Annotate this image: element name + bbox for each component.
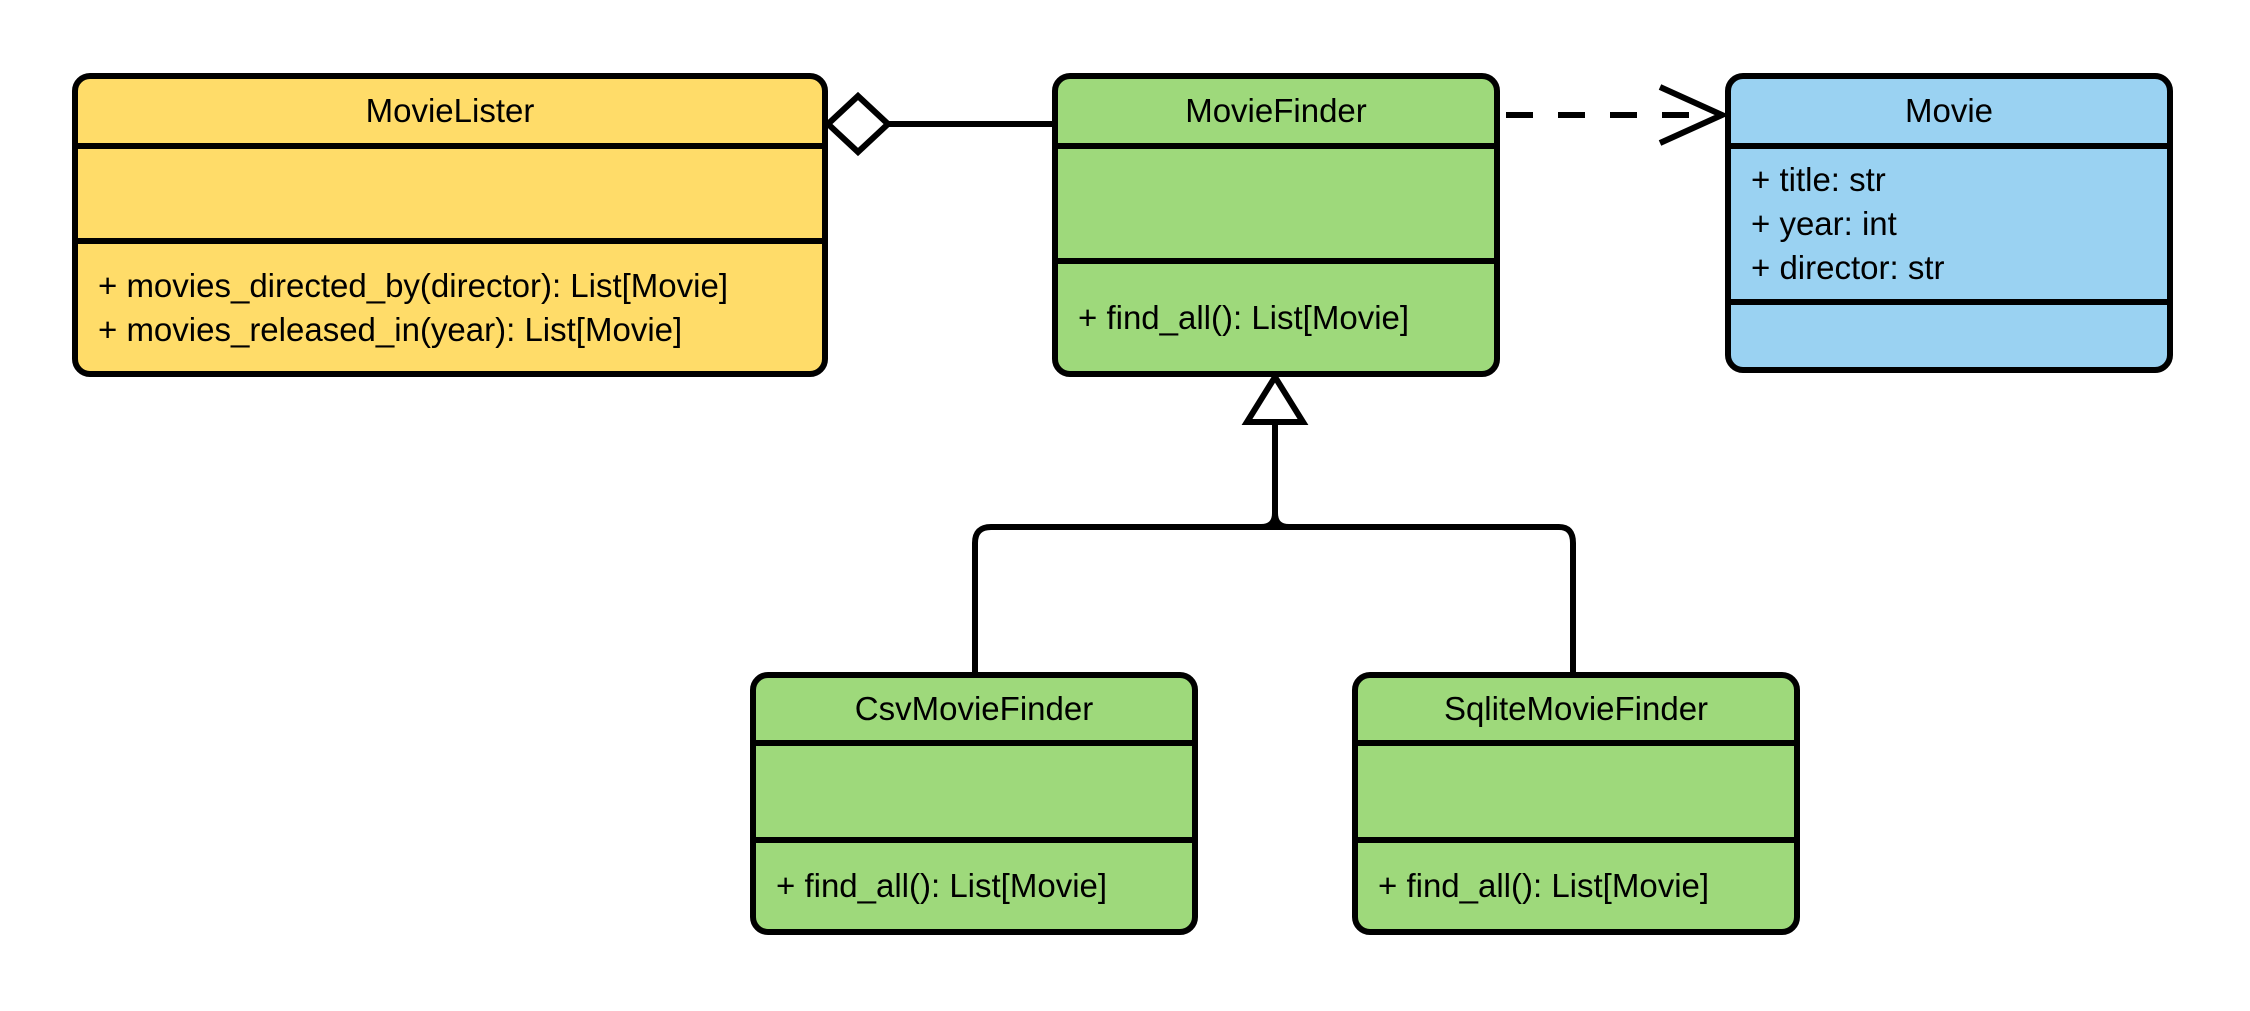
class-title: MovieLister bbox=[365, 92, 535, 129]
class-box-moviefinder[interactable]: MovieFinder + find_all(): List[Movie] bbox=[1052, 73, 1500, 377]
method-label: + movies_released_in(year): List[Movie] bbox=[98, 310, 683, 348]
class-title: SqliteMovieFinder bbox=[1443, 690, 1709, 727]
generalization-junction-fillet bbox=[1260, 512, 1290, 530]
class-title: MovieFinder bbox=[1185, 92, 1367, 129]
method-label: + find_all(): List[Movie] bbox=[1378, 867, 1710, 904]
method-label: + movies_directed_by(director): List[Mov… bbox=[98, 266, 728, 304]
class-box-sqlitemoviefinder[interactable]: SqliteMovieFinder + find_all(): List[Mov… bbox=[1352, 672, 1800, 935]
attribute-label: + year: int bbox=[1751, 205, 1897, 242]
method-label: + find_all(): List[Movie] bbox=[1078, 298, 1410, 336]
dependency-connector-moviefinder-movie[interactable] bbox=[1506, 84, 1730, 146]
generalization-connector-subfinders-moviefinder[interactable] bbox=[972, 371, 1576, 673]
class-title: CsvMovieFinder bbox=[854, 690, 1094, 727]
generalization-triangle-icon bbox=[1241, 371, 1309, 425]
class-box-movielister[interactable]: MovieLister + movies_directed_by(directo… bbox=[72, 73, 828, 377]
methods-compartment: + find_all(): List[Movie] bbox=[1058, 258, 1494, 371]
attributes-compartment bbox=[756, 740, 1192, 837]
attribute-label: + director: str bbox=[1751, 249, 1945, 286]
methods-compartment: + find_all(): List[Movie] bbox=[756, 837, 1192, 929]
aggregation-connector-movielister-moviefinder[interactable] bbox=[823, 91, 1052, 157]
attributes-compartment bbox=[1358, 740, 1794, 837]
methods-compartment: + movies_directed_by(director): List[Mov… bbox=[78, 238, 822, 371]
generalization-branch-line bbox=[972, 524, 1576, 673]
dependency-open-arrowhead-icon bbox=[1658, 84, 1730, 146]
attributes-compartment bbox=[1058, 143, 1494, 258]
attributes-compartment: + title: str + year: int + director: str bbox=[1731, 143, 2167, 299]
class-title: Movie bbox=[1904, 92, 1994, 129]
methods-compartment bbox=[1731, 299, 2167, 367]
attributes-compartment bbox=[78, 143, 822, 238]
methods-compartment: + find_all(): List[Movie] bbox=[1358, 837, 1794, 929]
attribute-label: + title: str bbox=[1751, 161, 1886, 198]
class-box-csvmoviefinder[interactable]: CsvMovieFinder + find_all(): List[Movie] bbox=[750, 672, 1198, 935]
method-label: + find_all(): List[Movie] bbox=[776, 867, 1108, 904]
class-box-movie[interactable]: Movie + title: str + year: int + directo… bbox=[1725, 73, 2173, 373]
aggregation-diamond-icon bbox=[823, 91, 893, 157]
